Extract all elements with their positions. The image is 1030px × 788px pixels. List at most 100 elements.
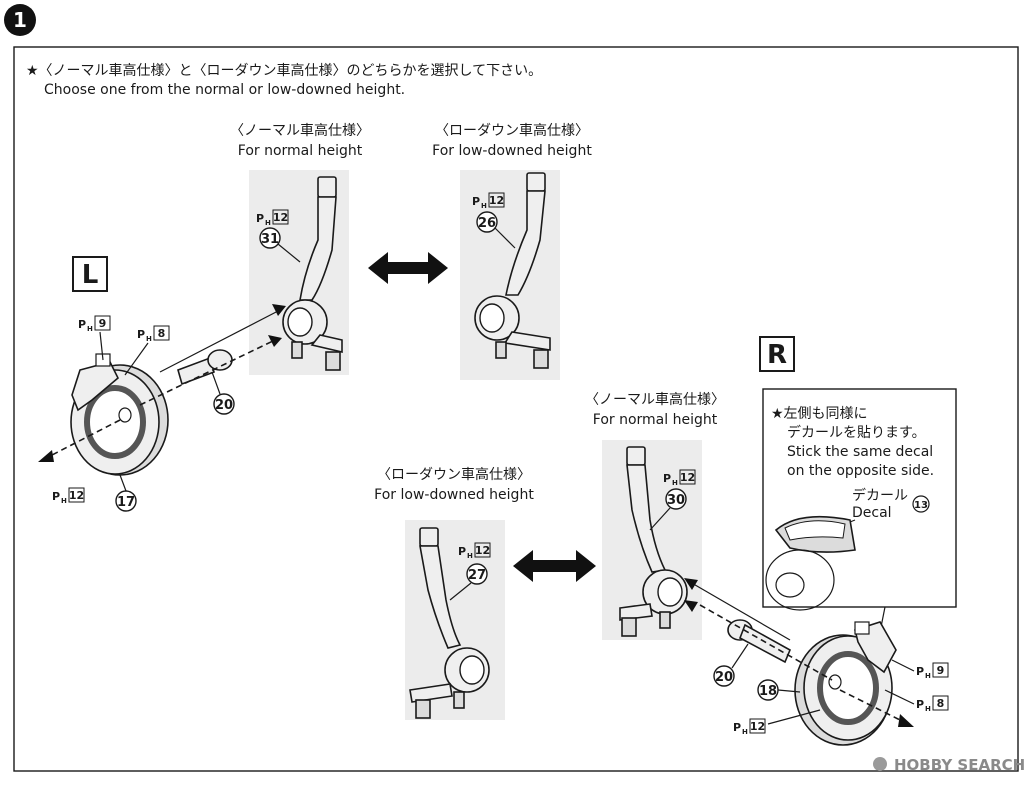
right-normal-knuckle xyxy=(602,440,702,640)
left-normal-part-number: 31 xyxy=(259,227,301,263)
double-arrow-icon xyxy=(368,252,448,284)
decal-note-box: ★左側も同様に デカールを貼ります。 Stick the same decal … xyxy=(762,388,957,611)
double-arrow-icon-2 xyxy=(513,550,596,582)
svg-text:H: H xyxy=(265,219,271,227)
svg-text:13: 13 xyxy=(914,500,928,511)
left-brake-rotor xyxy=(70,353,169,476)
right-assembly-guide xyxy=(699,604,833,681)
svg-text:31: 31 xyxy=(261,232,279,247)
decal-note-jp-2: デカールを貼ります。 xyxy=(787,424,926,441)
svg-text:20: 20 xyxy=(715,670,733,685)
left-rotor-runner-ref: P H 12 xyxy=(52,487,85,505)
left-runner-ref-9: P H 9 xyxy=(78,315,111,361)
step-number-icon: 1 xyxy=(4,4,36,36)
svg-text:12: 12 xyxy=(475,544,490,557)
svg-text:12: 12 xyxy=(750,720,765,733)
left-assembly-arrow-icon-2 xyxy=(268,335,282,347)
right-normal-caption-en: For normal height xyxy=(593,412,718,428)
svg-text:P: P xyxy=(663,472,671,485)
svg-text:P: P xyxy=(458,545,466,558)
svg-text:26: 26 xyxy=(478,216,496,231)
svg-text:P: P xyxy=(256,212,264,225)
watermark-text: HOBBY SEARCH xyxy=(894,756,1025,774)
svg-text:P: P xyxy=(472,195,480,208)
decal-note-en-1: Stick the same decal xyxy=(787,444,933,460)
svg-text:H: H xyxy=(61,497,67,505)
svg-text:12: 12 xyxy=(69,489,84,502)
left-axle-pin xyxy=(177,349,233,386)
svg-text:H: H xyxy=(481,202,487,210)
svg-text:18: 18 xyxy=(759,684,777,699)
left-assembly-arrow-icon xyxy=(272,304,286,316)
right-rotor-runner-ref: P H 12 xyxy=(733,709,821,736)
left-lowdown-caption-jp: 〈ローダウン車高仕様〉 xyxy=(435,122,589,139)
right-assembly-arrow-icon xyxy=(684,578,698,590)
svg-text:H: H xyxy=(925,705,931,713)
left-outward-guide xyxy=(51,419,121,456)
svg-text:12: 12 xyxy=(273,211,288,224)
svg-text:P: P xyxy=(916,698,924,711)
svg-text:H: H xyxy=(925,672,931,680)
decal-label-en: Decal xyxy=(852,505,892,521)
right-assembly-arrow-icon-2 xyxy=(684,600,698,612)
left-normal-caption-en: For normal height xyxy=(238,143,363,159)
svg-text:27: 27 xyxy=(468,568,486,583)
right-normal-runner-ref: P H 12 xyxy=(663,469,696,487)
left-normal-knuckle xyxy=(249,170,349,375)
watermark: HOBBY SEARCH xyxy=(873,756,1025,774)
svg-text:17: 17 xyxy=(117,495,135,510)
decal-note-jp-1: ★左側も同様に xyxy=(771,406,868,422)
right-rotor-part-number: 18 xyxy=(757,679,801,701)
left-side-label: L xyxy=(82,260,99,290)
decal-note-en-2: on the opposite side. xyxy=(787,463,934,479)
svg-text:8: 8 xyxy=(937,697,945,710)
right-pin-part-number: 20 xyxy=(713,643,749,687)
svg-text:20: 20 xyxy=(215,398,233,413)
right-brake-rotor xyxy=(794,621,897,746)
svg-text:H: H xyxy=(742,728,748,736)
svg-text:H: H xyxy=(467,552,473,560)
left-assembly-line xyxy=(159,309,281,373)
left-pin-part-number: 20 xyxy=(211,371,235,415)
svg-text:30: 30 xyxy=(667,493,685,508)
svg-text:8: 8 xyxy=(158,327,166,340)
svg-text:P: P xyxy=(733,721,741,734)
svg-text:P: P xyxy=(916,665,924,678)
left-side-badge: L xyxy=(72,256,108,292)
svg-text:9: 9 xyxy=(99,317,107,330)
decal-label-jp: デカール xyxy=(852,487,908,504)
right-lowdown-part-number: 27 xyxy=(449,563,488,601)
right-assembly-line xyxy=(689,581,791,641)
instruction-en: Choose one from the normal or low-downed… xyxy=(44,82,405,98)
step-frame xyxy=(13,46,1019,772)
right-outward-guide xyxy=(839,689,901,721)
right-lowdown-caption-en: For low-downed height xyxy=(374,487,534,503)
left-rotor-part-number: 17 xyxy=(115,474,137,512)
step-number: 1 xyxy=(13,8,27,32)
right-normal-caption-jp: 〈ノーマル車高仕様〉 xyxy=(585,391,725,408)
svg-text:12: 12 xyxy=(680,471,695,484)
right-outward-arrow-icon xyxy=(898,714,914,727)
svg-text:H: H xyxy=(146,335,152,343)
svg-text:9: 9 xyxy=(937,664,945,677)
left-normal-runner-ref: P H 12 xyxy=(256,209,289,227)
svg-text:12: 12 xyxy=(489,194,504,207)
instruction-jp: ★〈ノーマル車高仕様〉と〈ローダウン車高仕様〉のどちらかを選択して下さい。 xyxy=(26,62,542,79)
left-lowdown-knuckle xyxy=(460,170,560,380)
right-runner-ref-8: P H 8 xyxy=(884,689,949,713)
svg-text:H: H xyxy=(672,479,678,487)
left-runner-ref-8: P H 8 xyxy=(124,325,170,376)
right-lowdown-runner-ref: P H 12 xyxy=(458,542,491,560)
left-lowdown-part-number: 26 xyxy=(476,211,516,249)
svg-text:P: P xyxy=(78,318,86,331)
left-normal-caption-jp: 〈ノーマル車高仕様〉 xyxy=(230,122,370,139)
decal-number: 13 xyxy=(912,495,930,513)
left-assembly-guide xyxy=(139,339,276,406)
right-lowdown-caption-jp: 〈ローダウン車高仕様〉 xyxy=(377,466,531,483)
left-outward-arrow-icon xyxy=(38,450,54,462)
svg-text:P: P xyxy=(137,328,145,341)
right-normal-part-number: 30 xyxy=(649,488,687,531)
right-lowdown-knuckle xyxy=(405,520,505,720)
